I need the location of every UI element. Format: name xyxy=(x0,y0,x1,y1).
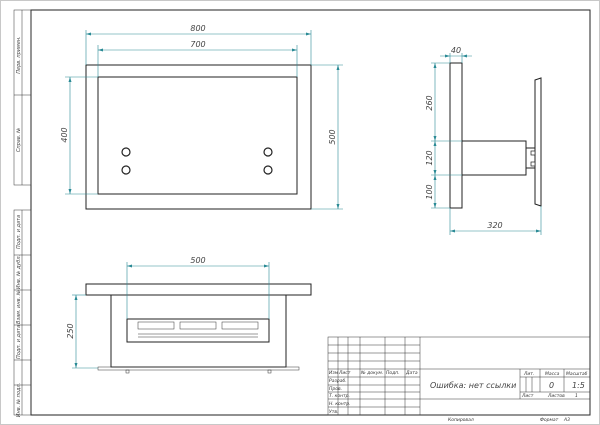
tb-col-change: Изм xyxy=(329,370,339,376)
top-view: 500 250 xyxy=(66,256,312,374)
tb-row-developed: Разраб. xyxy=(329,378,347,384)
bolt-hole-icon xyxy=(121,147,131,157)
side-view: 40 260 120 100 320 xyxy=(425,46,542,235)
side-label-dup-inv: Инв. № дубл. xyxy=(16,255,22,289)
burner-section xyxy=(137,321,175,330)
side-label-orig-inv: Инв. № подл. xyxy=(16,383,22,418)
tb-copied: Копировал xyxy=(448,417,474,423)
dim-side-lower: 100 xyxy=(425,184,434,199)
dim-front-inner-height: 400 xyxy=(60,127,69,142)
dim-side-upper: 260 xyxy=(425,95,434,110)
tb-col-date: Дата xyxy=(405,370,418,376)
tb-row-ncontrol: Н. контр. xyxy=(329,401,351,407)
bolt-hole-icon xyxy=(263,147,273,157)
tb-format-label: Формат xyxy=(540,417,559,423)
bolt-icon xyxy=(125,369,130,374)
front-view: 800 700 400 500 xyxy=(60,24,343,210)
tb-format-value: A3 xyxy=(563,417,570,423)
side-wall-plate xyxy=(449,62,463,209)
bolt-icon xyxy=(267,369,272,374)
side-burner-body xyxy=(461,140,527,176)
burner-section xyxy=(221,321,259,330)
tb-scale-value: 1:5 xyxy=(572,381,585,390)
tb-col-sign: Подп. xyxy=(386,370,400,376)
tb-sheets-value: 1 xyxy=(575,393,578,399)
dim-top-height: 250 xyxy=(66,323,75,338)
side-label-sign-date-1: Подп. и дата xyxy=(16,215,22,249)
tb-row-tcontrol: Т. контр. xyxy=(329,393,350,399)
top-front-panel xyxy=(97,366,300,371)
tb-litera: Лит. xyxy=(523,371,534,377)
dim-top-burner-width: 500 xyxy=(190,256,205,265)
dim-front-outer-width: 800 xyxy=(190,24,205,33)
tb-title: Ошибка: нет ссылки xyxy=(430,381,516,390)
tb-sheet-label: Лист xyxy=(521,393,534,399)
burner-section xyxy=(179,321,217,330)
tb-row-checked: Пров. xyxy=(329,386,342,392)
tb-col-sheet: Лист xyxy=(338,370,351,376)
side-label-sign-date-2: Подп. и дата xyxy=(16,325,22,359)
front-inner-panel xyxy=(97,76,298,195)
tb-mass-value: 0 xyxy=(549,381,554,390)
side-front-panel xyxy=(534,77,542,207)
dim-front-inner-width: 700 xyxy=(190,40,205,49)
tb-mass-label: Масса xyxy=(545,371,560,377)
top-burner-slot xyxy=(126,318,270,343)
dim-front-outer-height: 500 xyxy=(328,129,337,144)
dim-side-projection: 320 xyxy=(487,221,502,230)
tb-row-approved: Утв. xyxy=(329,409,338,415)
bolt-icon xyxy=(530,150,536,156)
bolt-hole-icon xyxy=(263,165,273,175)
dim-side-depth: 40 xyxy=(451,46,461,55)
tb-col-docnum: № докум. xyxy=(360,370,383,376)
side-label-replace-inv: Взам. инв. № xyxy=(16,290,22,324)
side-label-first-use: Перв. примен. xyxy=(16,36,22,74)
left-margin-strip: Перв. примен. Справ. № Подп. и дата Инв.… xyxy=(13,9,32,418)
bolt-icon xyxy=(530,161,536,167)
tb-scale-label: Масштаб xyxy=(566,371,588,377)
tb-sheets-label: Листов xyxy=(547,393,565,399)
bolt-hole-icon xyxy=(121,165,131,175)
title-block: Изм Лист № докум. Подп. Дата Разраб. Про… xyxy=(327,336,591,423)
front-outer-frame xyxy=(85,64,312,210)
side-label-reference: Справ. № xyxy=(16,128,22,152)
dim-side-middle: 120 xyxy=(425,150,434,165)
